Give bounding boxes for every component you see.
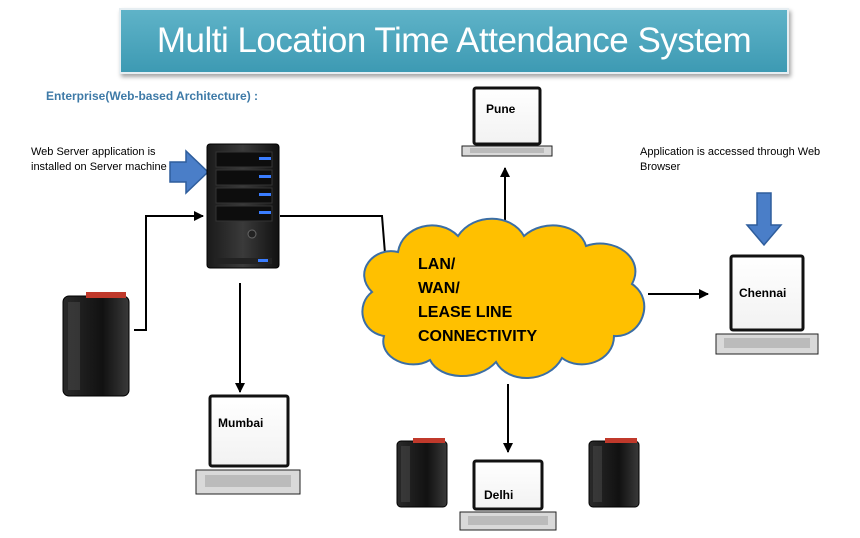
mumbai-computer-icon xyxy=(195,394,301,495)
server-to-cloud-line xyxy=(280,215,391,267)
chennai-computer-icon xyxy=(715,254,819,355)
mumbai-label: Mumbai xyxy=(218,416,264,430)
cloud-label-lease-line: LEASE LINE xyxy=(418,304,513,321)
architecture-subtitle: Enterprise(Web-based Architecture) : xyxy=(46,89,259,103)
reader-to-server-line xyxy=(134,211,204,331)
server-note: Web Server application is installed on S… xyxy=(31,146,167,173)
chennai-label: Chennai xyxy=(739,286,787,300)
page-title: Multi Location Time Attendance System xyxy=(156,21,752,60)
network-cloud-shape xyxy=(361,217,646,379)
card-reader-left-icon xyxy=(62,292,130,397)
cloud-label-connectivity: CONNECTIVITY xyxy=(418,328,538,345)
delhi-label: Delhi xyxy=(484,488,514,502)
browser-hint-arrow-icon xyxy=(745,192,783,247)
server-hint-arrow-icon xyxy=(169,149,210,195)
cloud-label-lan: LAN/ xyxy=(418,256,456,273)
pune-computer-icon xyxy=(461,86,553,157)
browser-note: Application is accessed through Web Brow… xyxy=(640,146,821,173)
delhi-computer-icon xyxy=(459,459,557,531)
cloud-label-wan: WAN/ xyxy=(418,280,460,297)
title-banner: Multi Location Time Attendance System xyxy=(119,8,789,74)
card-reader-center-icon xyxy=(396,438,448,508)
connection-lines xyxy=(134,167,709,453)
card-reader-right-icon xyxy=(588,438,640,508)
pune-label: Pune xyxy=(486,102,516,116)
server-tower-icon xyxy=(206,143,280,269)
